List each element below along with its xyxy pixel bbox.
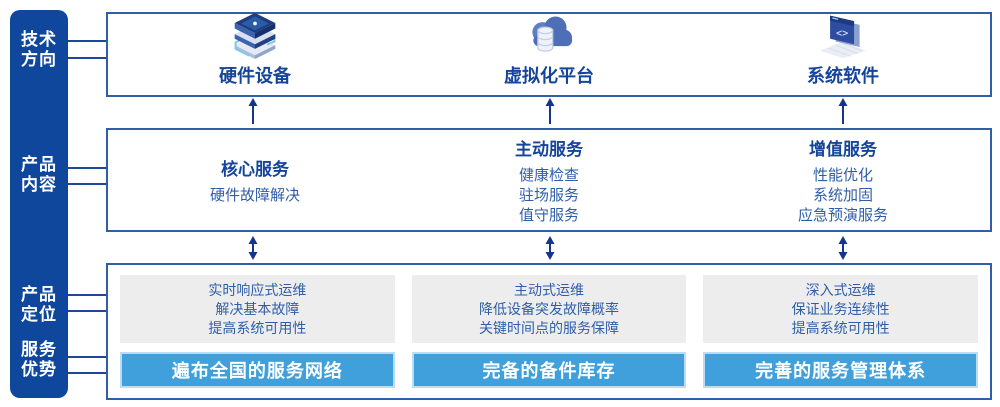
advantage-bar: 完善的服务管理体系 — [703, 352, 979, 388]
positioning-column-realtime: 实时响应式运维 解决基本故障 提高系统可用性 遍布全国的服务网络 — [120, 275, 395, 388]
service-group-active: 主动服务 健康检查 驻场服务 值守服务 — [402, 130, 696, 230]
service-line: 硬件故障解决 — [209, 186, 300, 204]
product-content-box: 核心服务 硬件故障解决 主动服务 健康检查 驻场服务 值守服务 增值服务 性能优… — [106, 128, 992, 232]
service-line: 性能优化 — [812, 166, 873, 184]
positioning-point: 提高系统可用性 — [791, 319, 890, 336]
service-line: 应急预演服务 — [797, 206, 888, 224]
positioning-column-deep: 深入式运维 保证业务连续性 提高系统可用性 完善的服务管理体系 — [703, 275, 979, 388]
positioning-point: 主动式运维 — [514, 281, 584, 298]
tech-item-label: 系统软件 — [807, 66, 879, 86]
tech-direction-box: 硬件设备 虚拟化平台 — [106, 12, 992, 97]
tech-item-virtualization: 虚拟化平台 — [402, 14, 696, 95]
positioning-point: 深入式运维 — [805, 281, 876, 298]
tech-item-label: 虚拟化平台 — [504, 66, 594, 86]
sidebar-label-tech-direction: 技术 方向 — [21, 30, 57, 69]
tech-item-label: 硬件设备 — [219, 66, 291, 86]
positioning-panel: 深入式运维 保证业务连续性 提高系统可用性 — [703, 275, 979, 343]
service-group-value-added: 增值服务 性能优化 系统加固 应急预演服务 — [696, 130, 990, 230]
sidebar-label-product-content: 产品 内容 — [21, 155, 57, 194]
service-group-title: 核心服务 — [221, 159, 289, 179]
positioning-column-proactive: 主动式运维 降低设备突发故障概率 关键时间点的服务保障 完备的备件库存 — [411, 275, 687, 388]
advantage-bar: 遍布全国的服务网络 — [120, 352, 395, 388]
service-group-core: 核心服务 硬件故障解决 — [108, 130, 402, 230]
service-line: 驻场服务 — [518, 186, 579, 204]
service-group-title: 主动服务 — [515, 139, 583, 159]
positioning-point: 降低设备突发故障概率 — [479, 300, 619, 317]
up-arrows — [248, 98, 848, 124]
cloud-database-icon — [521, 11, 577, 59]
positioning-point: 解决基本故障 — [215, 300, 300, 317]
positioning-point: 实时响应式运维 — [208, 281, 307, 298]
tech-item-hardware: 硬件设备 — [108, 11, 402, 95]
positioning-panel: 实时响应式运维 解决基本故障 提高系统可用性 — [120, 275, 395, 343]
double-arrows — [248, 236, 848, 260]
service-line: 值守服务 — [518, 206, 579, 224]
positioning-point: 保证业务连续性 — [791, 300, 890, 317]
software-window-icon: <> — [815, 11, 871, 59]
tech-item-software: <> 系统软件 — [696, 14, 990, 95]
service-group-title: 增值服务 — [809, 139, 877, 159]
server-stack-icon — [227, 11, 283, 59]
category-sidebar: 技术 方向 产品 内容 产品 定位 服务 优势 — [10, 10, 68, 398]
product-positioning-box: 实时响应式运维 解决基本故障 提高系统可用性 遍布全国的服务网络 主动式运维 降… — [106, 263, 992, 400]
advantage-bar: 完备的备件库存 — [411, 352, 687, 388]
positioning-point: 关键时间点的服务保障 — [479, 319, 619, 336]
service-line: 健康检查 — [518, 166, 579, 184]
sidebar-label-product-positioning: 产品 定位 — [21, 285, 57, 324]
svg-text:<>: <> — [836, 28, 848, 39]
service-line: 系统加固 — [812, 186, 873, 204]
positioning-panel: 主动式运维 降低设备突发故障概率 关键时间点的服务保障 — [411, 275, 687, 343]
positioning-point: 提高系统可用性 — [208, 319, 307, 336]
sidebar-label-service-advantage: 服务 优势 — [21, 340, 57, 379]
sidebar-connector-lines — [62, 40, 110, 374]
